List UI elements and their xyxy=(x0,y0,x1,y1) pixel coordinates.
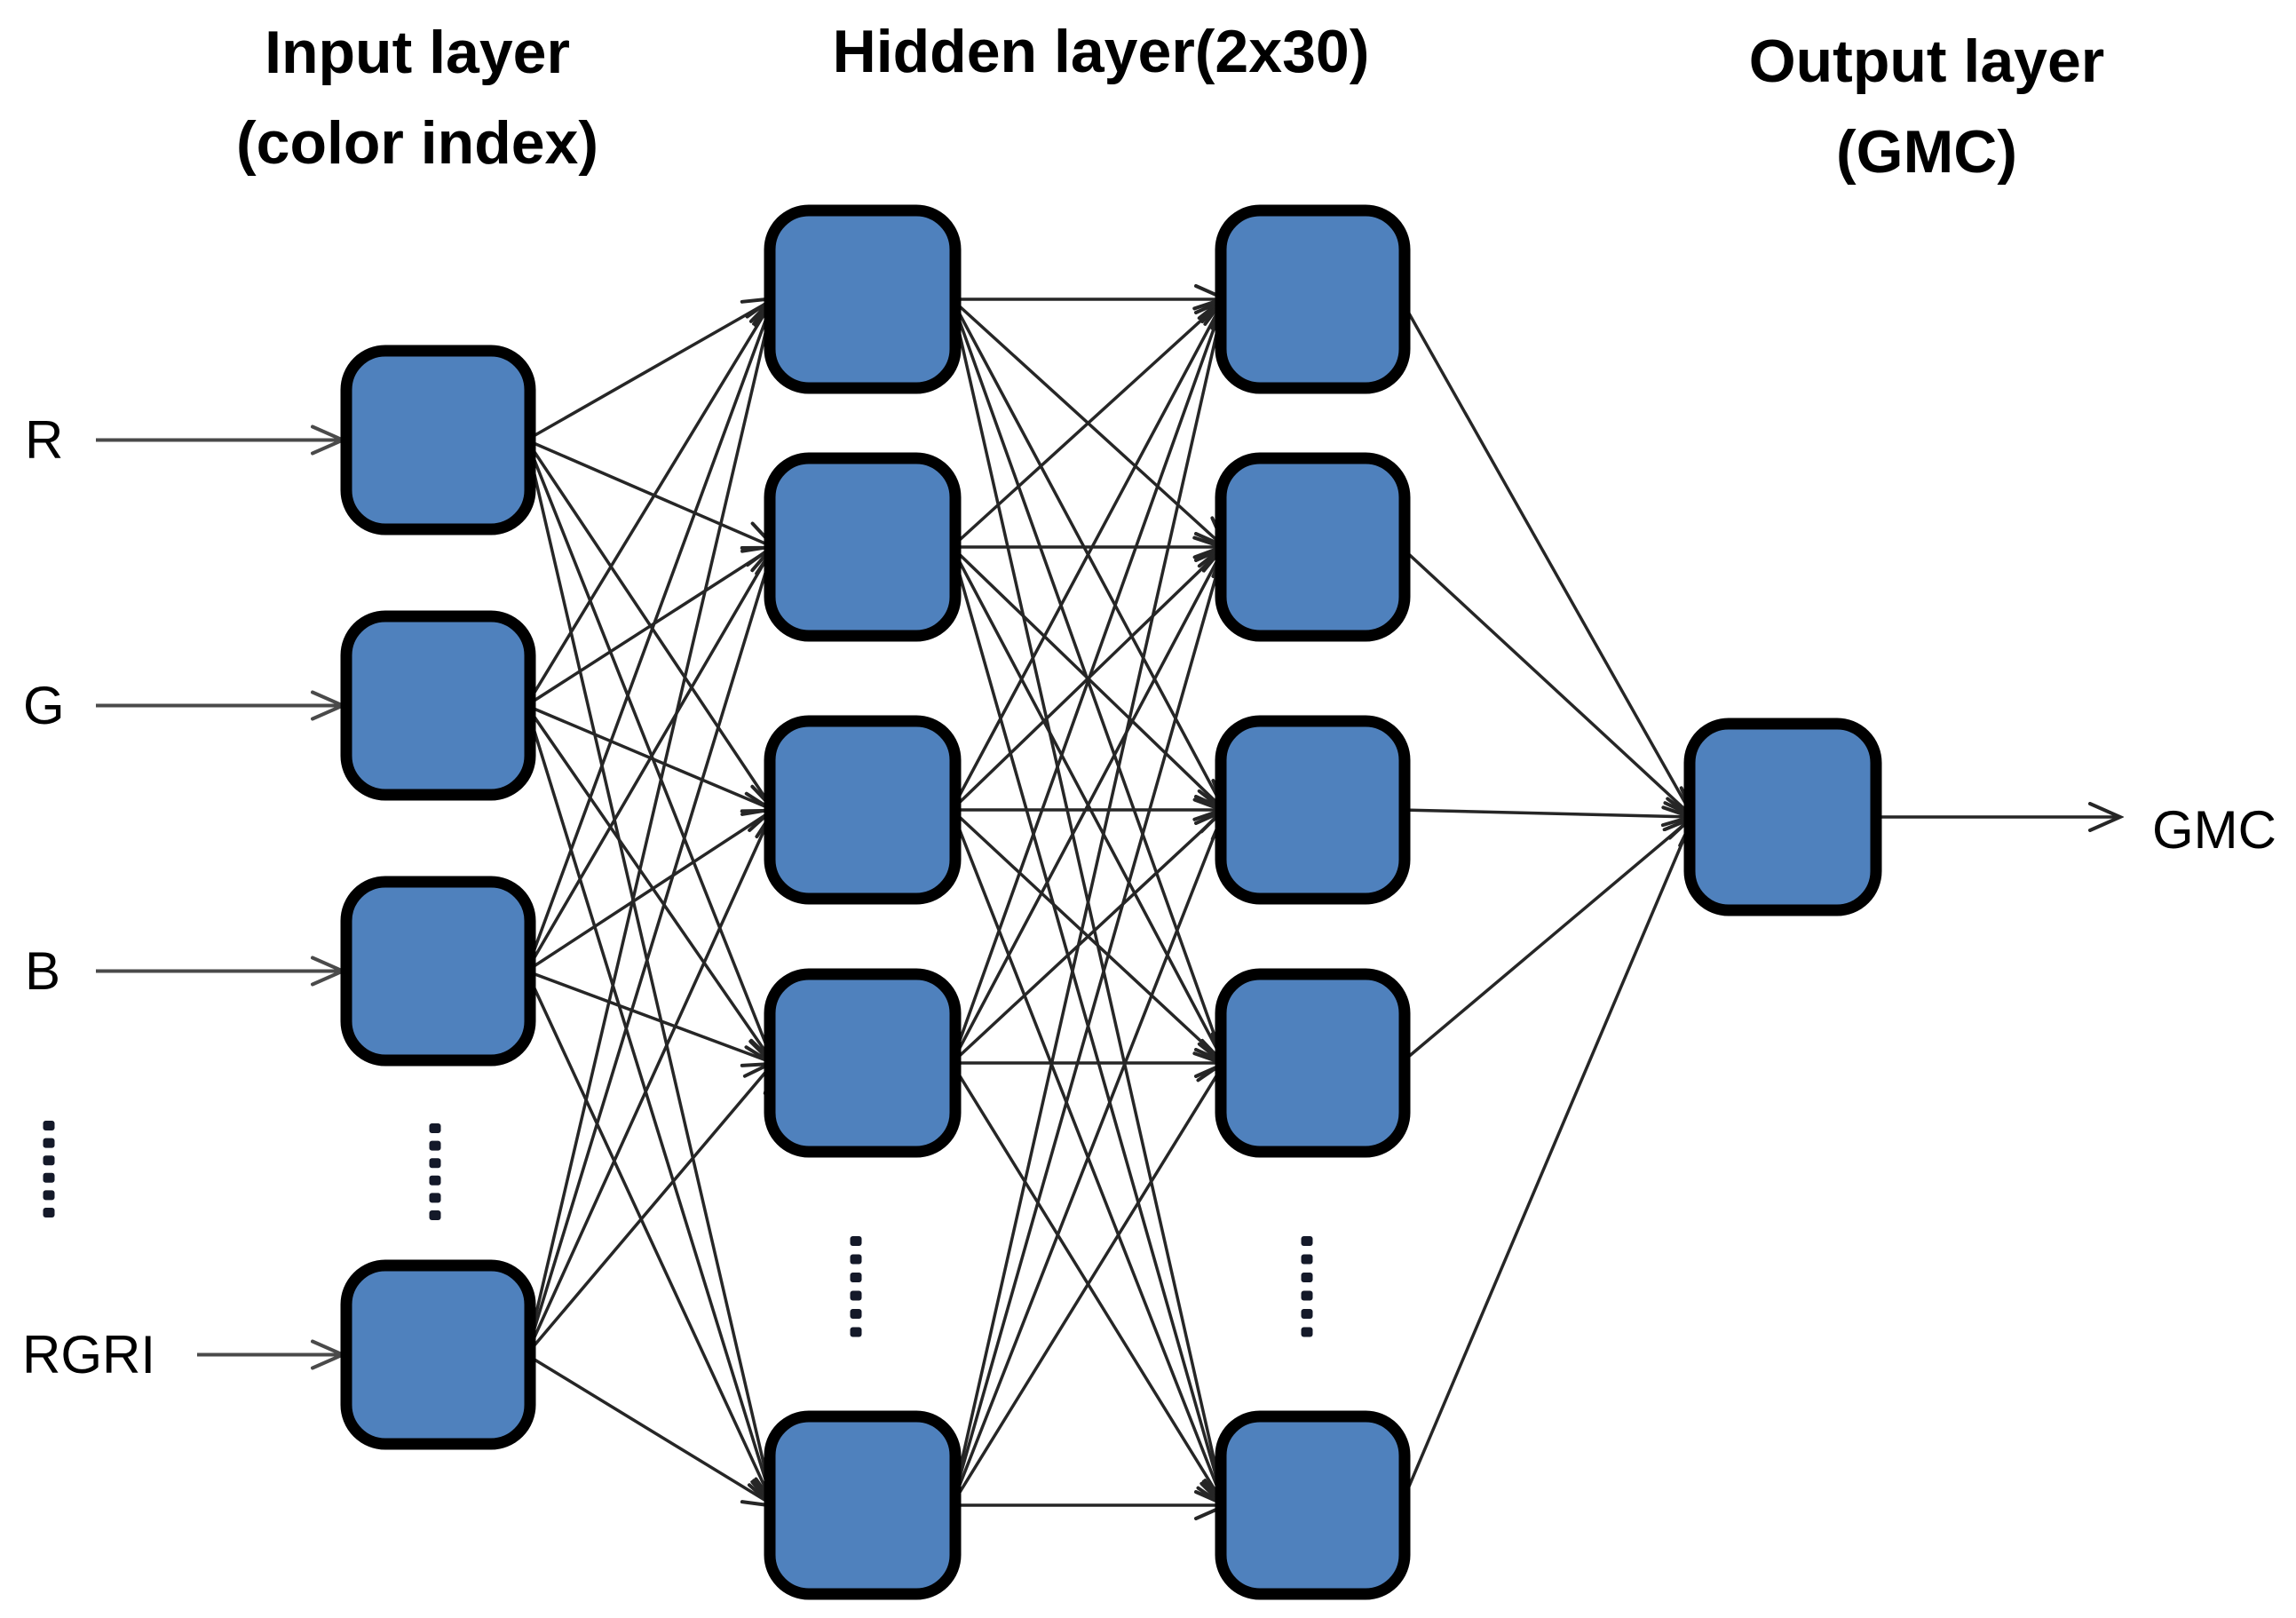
output-node xyxy=(1683,718,1882,916)
edge-in2-h1n5 xyxy=(525,704,773,1506)
hidden1-node-5 xyxy=(764,1410,962,1600)
input-label-G: G xyxy=(23,675,65,735)
dot xyxy=(429,1123,441,1133)
edge-in2-h1n1 xyxy=(525,299,773,707)
input-label-R: R xyxy=(25,409,64,470)
edge-in1-h1n5 xyxy=(525,440,773,1506)
dot xyxy=(1301,1309,1313,1319)
edge-in4-h1n5 xyxy=(526,1353,773,1506)
dot xyxy=(850,1309,862,1319)
ellipsis-hidden1-column xyxy=(850,1236,862,1337)
edge-h1n4-h2n3 xyxy=(950,810,1224,1065)
edge-in3-h1n2 xyxy=(525,547,773,972)
hidden1-node-3 xyxy=(764,715,962,905)
input-label-RGRI: RGRI xyxy=(22,1324,155,1384)
dot xyxy=(1301,1290,1313,1301)
edge-h1n2-h2n1 xyxy=(950,299,1224,549)
hidden2-node-4 xyxy=(1215,968,1411,1158)
edge-h1n4-h2n1 xyxy=(950,299,1224,1064)
dot xyxy=(1301,1327,1313,1337)
dot xyxy=(850,1273,862,1282)
dot xyxy=(850,1290,862,1301)
edge-h2n2-output xyxy=(1399,545,1693,817)
edge-in4-h1n3 xyxy=(525,810,773,1356)
input-node-3 xyxy=(340,876,536,1067)
dot xyxy=(1301,1254,1313,1265)
edge-in4-h1n4 xyxy=(525,1063,773,1356)
hidden2-node-3 xyxy=(1215,715,1411,905)
ellipsis-input-labels xyxy=(43,1121,55,1217)
hidden2-node-5 xyxy=(1215,1410,1411,1600)
dot xyxy=(43,1155,55,1166)
edge-h2n3-output xyxy=(1400,810,1693,817)
input-layer-title: Input layer (color index) xyxy=(236,7,598,188)
edge-h2n5-output xyxy=(1399,817,1693,1506)
edge-h2n1-output xyxy=(1399,298,1693,817)
edge-in1-h1n1 xyxy=(526,299,773,442)
dot xyxy=(850,1254,862,1265)
edge-h1n4-h2n2 xyxy=(950,547,1224,1064)
hidden1-node-1 xyxy=(764,204,962,394)
input-label-B: B xyxy=(25,940,61,1001)
hidden1-node-4 xyxy=(764,968,962,1158)
edge-h1n5-h2n4 xyxy=(950,1063,1224,1506)
hidden-layer-title-line1: Hidden layer(2x30) xyxy=(832,18,1370,85)
edge-in4-h1n2 xyxy=(525,547,773,1356)
output-label-gmc: GMC xyxy=(2152,800,2276,860)
dot xyxy=(43,1190,55,1201)
dot xyxy=(429,1210,441,1220)
edge-in3-h1n4 xyxy=(526,969,773,1064)
dot xyxy=(429,1175,441,1186)
dot xyxy=(43,1138,55,1148)
output-layer-title-line2: (GMC) xyxy=(1836,118,2017,186)
dot xyxy=(429,1158,441,1169)
output-layer-title-line1: Output layer xyxy=(1748,28,2105,95)
dot xyxy=(43,1121,55,1130)
dot xyxy=(43,1172,55,1183)
dot xyxy=(429,1140,441,1151)
edge-in3-h1n1 xyxy=(525,299,773,972)
edge-in2-h1n2 xyxy=(526,547,773,707)
input-node-4 xyxy=(340,1259,536,1450)
edge-in1-h1n4 xyxy=(525,439,773,1064)
hidden2-node-1 xyxy=(1215,204,1411,394)
dot xyxy=(850,1236,862,1246)
dot xyxy=(1301,1273,1313,1282)
edge-h2n4-output xyxy=(1399,817,1693,1065)
edge-h1n5-h2n2 xyxy=(950,547,1224,1506)
hidden-layer-title: Hidden layer(2x30) xyxy=(833,16,1370,89)
input-layer-title-line1: Input layer xyxy=(265,19,570,86)
ellipsis-hidden2-column xyxy=(1301,1236,1313,1337)
dot xyxy=(1301,1236,1313,1246)
edge-in4-h1n1 xyxy=(525,299,773,1355)
input-layer-title-line2: (color index) xyxy=(235,109,599,177)
edge-in2-h1n4 xyxy=(525,704,773,1064)
input-node-1 xyxy=(340,345,536,535)
edge-h1n5-h2n1 xyxy=(950,299,1224,1506)
edge-h1n5-h2n3 xyxy=(950,810,1224,1506)
edge-in3-h1n3 xyxy=(526,810,773,972)
ellipsis-input-column xyxy=(429,1123,441,1220)
input-node-2 xyxy=(340,610,536,801)
dot xyxy=(850,1327,862,1337)
edge-h1n3-h2n1 xyxy=(950,299,1224,811)
dot xyxy=(43,1208,55,1217)
edge-in1-h1n2 xyxy=(526,438,773,548)
output-layer-title: Output layer (GMC) xyxy=(1749,16,2105,197)
dot xyxy=(429,1193,441,1203)
hidden2-node-2 xyxy=(1215,452,1411,642)
edge-in3-h1n5 xyxy=(525,970,773,1506)
hidden1-node-2 xyxy=(764,452,962,642)
